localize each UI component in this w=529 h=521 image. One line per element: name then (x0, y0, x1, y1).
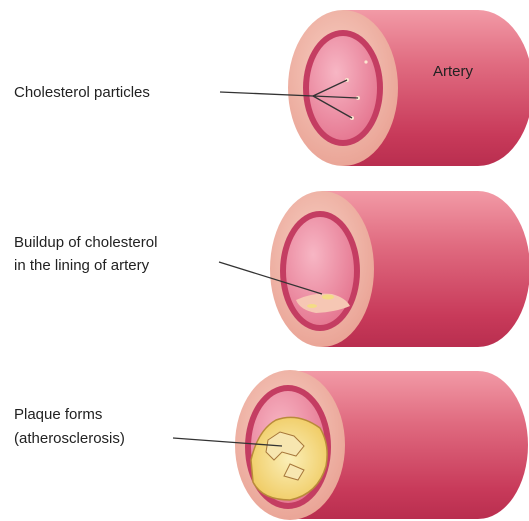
plaque-label-line1: Plaque forms (14, 406, 102, 423)
buildup-label-line2: in the lining of artery (14, 257, 150, 274)
buildup-label-line1: Buildup of cholesterol (14, 234, 157, 251)
artery-lumen (309, 36, 377, 140)
particles-label: Cholesterol particles (14, 84, 150, 101)
plaque-label-line2: (atherosclerosis) (14, 430, 125, 447)
artery-plaque (235, 370, 528, 520)
artery-healthy (288, 10, 529, 166)
artery-buildup (270, 191, 529, 347)
artery-label: Artery (433, 63, 474, 80)
